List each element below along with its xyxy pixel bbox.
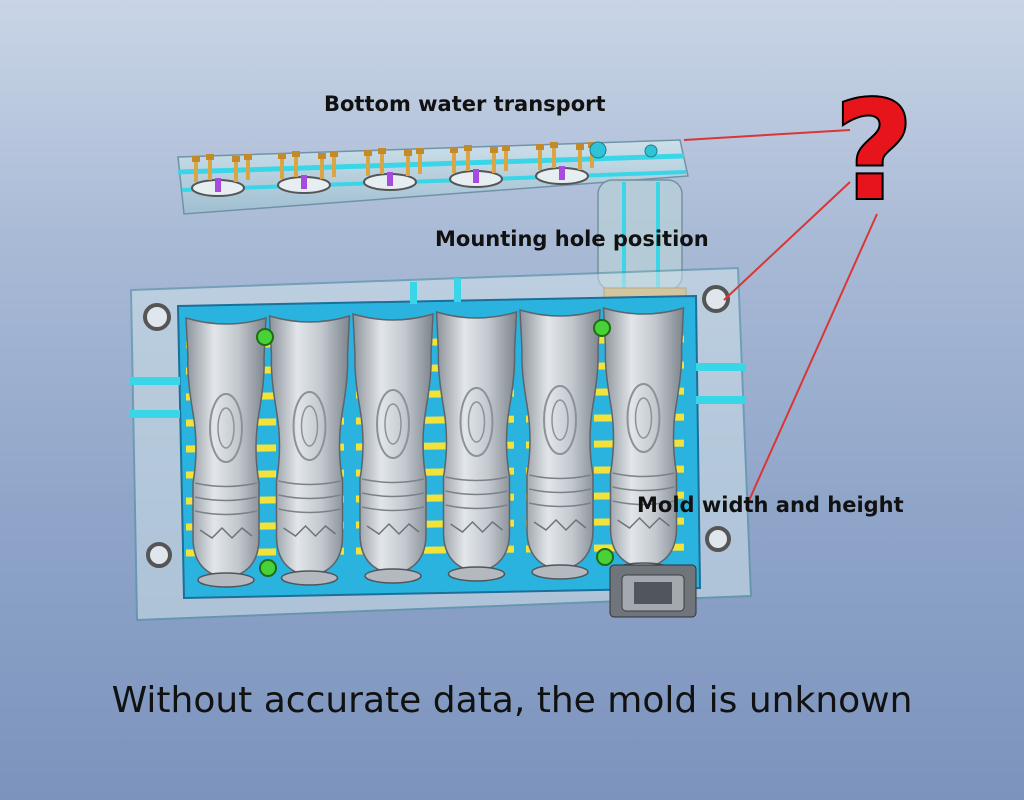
bolt [364, 150, 372, 176]
leader-lines [683, 129, 878, 506]
guide-pin [596, 548, 614, 566]
cooling-line [185, 413, 695, 427]
bottle-cavity [268, 314, 351, 586]
mold-body [129, 266, 753, 622]
plate-hole [191, 178, 245, 197]
bottle-cavity [519, 308, 601, 580]
bolt [278, 153, 286, 179]
bolt [490, 147, 498, 173]
top-pipe [454, 278, 461, 302]
bolt [292, 151, 300, 177]
plate-hole [535, 166, 589, 185]
mounting-hole [702, 285, 730, 313]
plate-hole [363, 172, 417, 191]
bottle-cavity [602, 306, 685, 578]
caption: Without accurate data, the mold is unkno… [111, 680, 913, 721]
side-pipe [130, 377, 180, 385]
bolt [244, 154, 252, 180]
bolt [404, 150, 412, 176]
bolt [416, 148, 424, 174]
label-mold-width-and-height: Mold width and height [637, 493, 904, 517]
label-bottom-water-transport: Bottom water transport [324, 92, 606, 116]
cooling-line [185, 491, 695, 505]
bolt [192, 156, 200, 182]
side-pipe [130, 410, 180, 418]
leader-line [723, 181, 851, 301]
guide-pin [259, 559, 277, 577]
bolt [464, 145, 472, 171]
cooling-line [185, 517, 695, 531]
water-inlet [644, 144, 658, 158]
plate-hole [449, 169, 503, 188]
mounting-hole [146, 542, 172, 568]
question-mark: ? [835, 73, 914, 231]
bolt [318, 153, 326, 179]
water-channel [181, 170, 687, 192]
label-mounting-hole-position: Mounting hole position [435, 227, 709, 251]
top-pipe [410, 282, 417, 304]
bolt [232, 156, 240, 182]
bottom-mold-unit [609, 564, 697, 618]
leader-line [746, 213, 878, 506]
bottle-cavity [352, 312, 434, 584]
bolt [502, 145, 510, 171]
bolt [330, 151, 338, 177]
plate-hole [277, 175, 331, 194]
bottle-cavity [185, 316, 267, 588]
bolt [536, 144, 544, 170]
bolt [206, 154, 214, 180]
mounting-hole [143, 303, 171, 331]
bolt [450, 147, 458, 173]
bottle-cavity [435, 310, 518, 582]
side-pipe [696, 396, 746, 404]
guide-pin [256, 328, 274, 346]
cooling-line [185, 439, 695, 453]
side-pipe [696, 363, 746, 371]
water-inlet [589, 141, 607, 159]
leader-line [683, 129, 851, 141]
bolt [576, 144, 584, 170]
cooling-line [185, 465, 695, 479]
guide-pin [593, 319, 611, 337]
water-channel [177, 153, 685, 175]
bolt [378, 148, 386, 174]
mounting-hole [705, 526, 731, 552]
cooling-line [185, 543, 695, 557]
bolt [550, 142, 558, 168]
bottom-water-transport-plate [177, 139, 689, 215]
